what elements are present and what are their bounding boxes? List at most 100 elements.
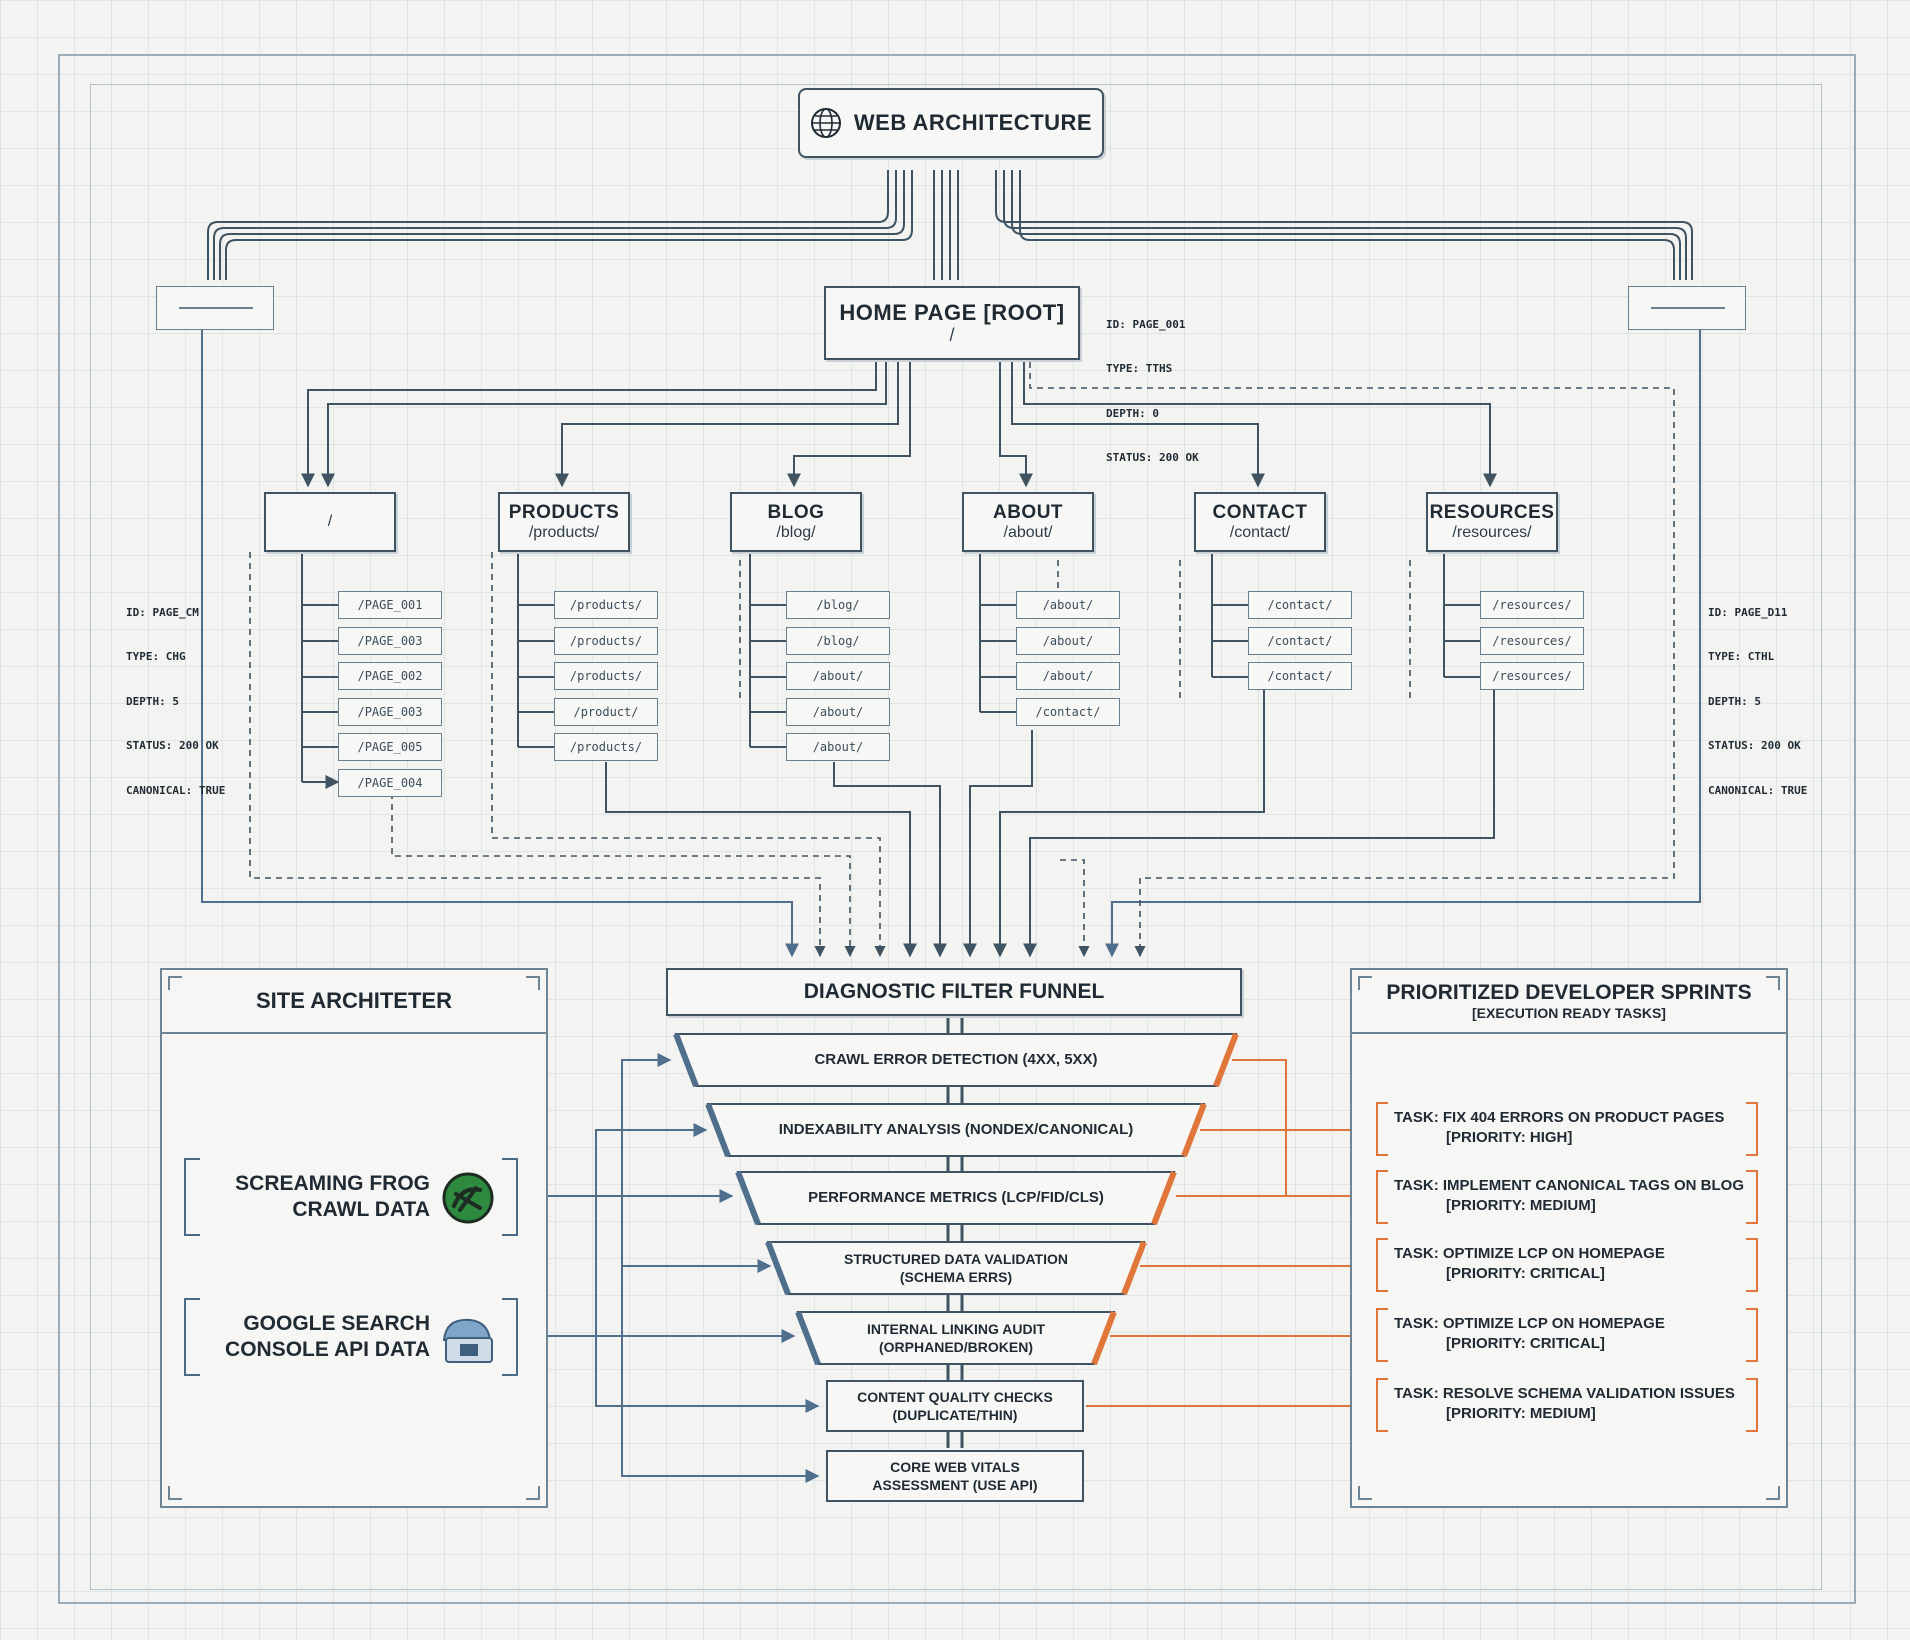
source-frog-line-2: CRAWL DATA <box>292 1198 430 1221</box>
funnel-stage[interactable]: INDEXABILITY ANALYSIS (NONDEX/CANONICAL) <box>750 1106 1162 1154</box>
funnel-stage-line: CRAWL ERROR DETECTION (4XX, 5XX) <box>814 1051 1098 1069</box>
funnel-stage-box <box>826 1450 1084 1502</box>
side-meta-left-id: ID: PAGE_CM <box>126 605 199 619</box>
section-path: / <box>327 513 333 530</box>
side-meta-left-status: STATUS: 200 OK <box>126 739 219 753</box>
child-page-node[interactable]: /about/ <box>1016 626 1120 655</box>
sprint-task[interactable]: TASK: OPTIMIZE LCP ON HOMEPAGE[PRIORITY:… <box>1376 1308 1758 1362</box>
funnel-stage-line: (ORPHANED/BROKEN) <box>879 1339 1033 1355</box>
child-page-node[interactable]: /PAGE_004 <box>338 769 442 797</box>
child-page-node[interactable]: /products/ <box>554 591 658 619</box>
sprint-task[interactable]: TASK: FIX 404 ERRORS ON PRODUCT PAGES[PR… <box>1376 1102 1758 1156</box>
section-node[interactable]: PRODUCTS/products/ <box>498 492 630 552</box>
funnel-stage[interactable]: CONTENT QUALITY CHECKS(DUPLICATE/THIN) <box>826 1380 1084 1432</box>
child-page-node[interactable]: /PAGE_005 <box>338 733 442 762</box>
section-title: ABOUT <box>992 502 1064 524</box>
side-meta-right-status: STATUS: 200 OK <box>1708 739 1801 753</box>
funnel-stage-line: STRUCTURED DATA VALIDATION <box>844 1250 1068 1267</box>
side-meta-right-depth: DEPTH: 5 <box>1708 694 1761 708</box>
home-page-title: HOME PAGE [ROOT] <box>839 299 1065 325</box>
root-meta-id: ID: PAGE_001 <box>1106 317 1186 331</box>
child-page-node[interactable]: /PAGE_003 <box>338 626 442 655</box>
funnel-header: DIAGNOSTIC FILTER FUNNEL <box>666 968 1242 1016</box>
funnel-stage[interactable]: INTERNAL LINKING AUDIT (ORPHANED/BROKEN) <box>840 1314 1072 1362</box>
funnel-stage[interactable]: STRUCTURED DATA VALIDATION (SCHEMA ERRS) <box>810 1244 1102 1292</box>
child-page-node[interactable]: /resources/ <box>1480 662 1584 691</box>
architecture-header: WEB ARCHITECTURE <box>798 88 1104 158</box>
section-node[interactable]: BLOG/blog/ <box>730 492 862 552</box>
section-path: /products/ <box>528 523 600 541</box>
funnel-stage[interactable]: PERFORMANCE METRICS (LCP/FID/CLS) <box>780 1174 1132 1222</box>
child-page-node[interactable]: /contact/ <box>1248 591 1352 619</box>
child-page-node[interactable]: /product/ <box>554 697 658 726</box>
section-node[interactable]: RESOURCES/resources/ <box>1426 492 1558 552</box>
side-meta-left-type: TYPE: CHG <box>126 650 186 664</box>
section-title: CONTACT <box>1212 502 1308 524</box>
task-priority: [PRIORITY: CRITICAL] <box>1446 1264 1605 1282</box>
funnel-stage-box <box>826 1380 1084 1432</box>
task-text: TASK: OPTIMIZE LCP ON HOMEPAGE <box>1394 1245 1665 1262</box>
source-google-search-console[interactable]: GOOGLE SEARCH CONSOLE API DATA <box>184 1298 518 1376</box>
child-page-node[interactable]: /blog/ <box>786 591 890 619</box>
child-page-node[interactable]: /PAGE_001 <box>338 591 442 619</box>
child-page-node[interactable]: /PAGE_002 <box>338 662 442 691</box>
child-page-node[interactable]: /products/ <box>554 733 658 762</box>
child-page-node[interactable]: /contact/ <box>1248 662 1352 691</box>
right-connector-box <box>1628 286 1746 330</box>
sprint-task[interactable]: TASK: IMPLEMENT CANONICAL TAGS ON BLOG [P… <box>1376 1170 1758 1224</box>
outer-frame <box>58 54 1856 1604</box>
child-page-node[interactable]: /contact/ <box>1016 697 1120 726</box>
child-page-node[interactable]: /about/ <box>786 733 890 762</box>
frog-icon <box>442 1172 494 1224</box>
sprint-task[interactable]: TASK: OPTIMIZE LCP ON HOMEPAGE [PRIORITY:… <box>1376 1238 1758 1292</box>
child-page-node[interactable]: /products/ <box>554 626 658 655</box>
source-screaming-frog[interactable]: SCREAMING FROG CRAWL DATA <box>184 1158 518 1236</box>
child-page-node[interactable]: /about/ <box>1016 662 1120 691</box>
globe-icon <box>810 108 841 138</box>
child-page-node[interactable]: /products/ <box>554 662 658 691</box>
developer-sprints-panel: PRIORITIZED DEVELOPER SPRINTS [EXECUTION… <box>1350 968 1788 1508</box>
side-meta-left-depth: DEPTH: 5 <box>126 694 179 708</box>
child-page-node[interactable]: /resources/ <box>1480 591 1584 619</box>
side-meta-right-id: ID: PAGE_D11 <box>1708 605 1788 619</box>
section-node[interactable]: / <box>264 492 396 552</box>
source-gsc-line-1: GOOGLE SEARCH <box>243 1311 430 1335</box>
child-page-node[interactable]: /about/ <box>786 697 890 726</box>
section-title: BLOG <box>767 502 825 524</box>
funnel-stage-line: PERFORMANCE METRICS (LCP/FID/CLS) <box>808 1189 1104 1207</box>
side-meta-left: ID: PAGE_CM TYPE: CHG DEPTH: 5 STATUS: 2… <box>126 576 225 814</box>
section-node[interactable]: CONTACT/contact/ <box>1194 492 1326 552</box>
sprint-task[interactable]: TASK: RESOLVE SCHEMA VALIDATION ISSUES[P… <box>1376 1378 1758 1432</box>
task-priority: [PRIORITY: MEDIUM] <box>1446 1404 1596 1422</box>
child-page-node[interactable]: /about/ <box>786 662 890 691</box>
side-meta-right-canonical: CANONICAL: TRUE <box>1708 783 1808 797</box>
root-meta: ID: PAGE_001 TYPE: TTHS DEPTH: 0 STATUS:… <box>1106 288 1199 481</box>
sprints-subtitle: [EXECUTION READY TASKS] <box>1472 1005 1666 1021</box>
child-page-node[interactable]: /contact/ <box>1248 626 1352 655</box>
funnel-stage[interactable]: CRAWL ERROR DETECTION (4XX, 5XX) <box>720 1036 1192 1084</box>
root-meta-status: STATUS: 200 OK <box>1106 451 1199 465</box>
site-panel-title: SITE ARCHITETER <box>256 988 452 1013</box>
section-path: /contact/ <box>1229 523 1291 541</box>
site-architecture-panel: SITE ARCHITETER SCREAMING FROG CRAWL DAT… <box>160 968 548 1508</box>
cloud-server-icon <box>442 1318 493 1363</box>
home-page-node[interactable]: HOME PAGE [ROOT] / <box>824 286 1080 360</box>
section-title: RESOURCES <box>1429 502 1555 524</box>
child-page-node[interactable]: /blog/ <box>786 626 890 655</box>
funnel-stage-line: INTERNAL LINKING AUDIT <box>866 1320 1046 1337</box>
funnel-stage-line: (SCHEMA ERRS) <box>899 1269 1013 1285</box>
side-meta-right-type: TYPE: CTHL <box>1708 650 1775 664</box>
child-page-node[interactable]: /about/ <box>1016 591 1120 619</box>
task-priority: [PRIORITY: MEDIUM] <box>1446 1196 1596 1214</box>
root-meta-depth: DEPTH: 0 <box>1106 406 1159 420</box>
left-connector-box <box>156 286 274 330</box>
child-page-node[interactable]: /PAGE_003 <box>338 697 442 726</box>
section-node[interactable]: ABOUT/about/ <box>962 492 1094 552</box>
funnel-stage-line: INDEXABILITY ANALYSIS (NONDEX/CANONICAL) <box>778 1121 1134 1139</box>
child-page-node[interactable]: /resources/ <box>1480 626 1584 655</box>
task-text: TASK: IMPLEMENT CANONICAL TAGS ON BLOG <box>1394 1177 1744 1194</box>
site-panel-header: SITE ARCHITETER <box>162 970 546 1034</box>
source-frog-label: SCREAMING FROG CRAWL DATA <box>210 1158 430 1236</box>
